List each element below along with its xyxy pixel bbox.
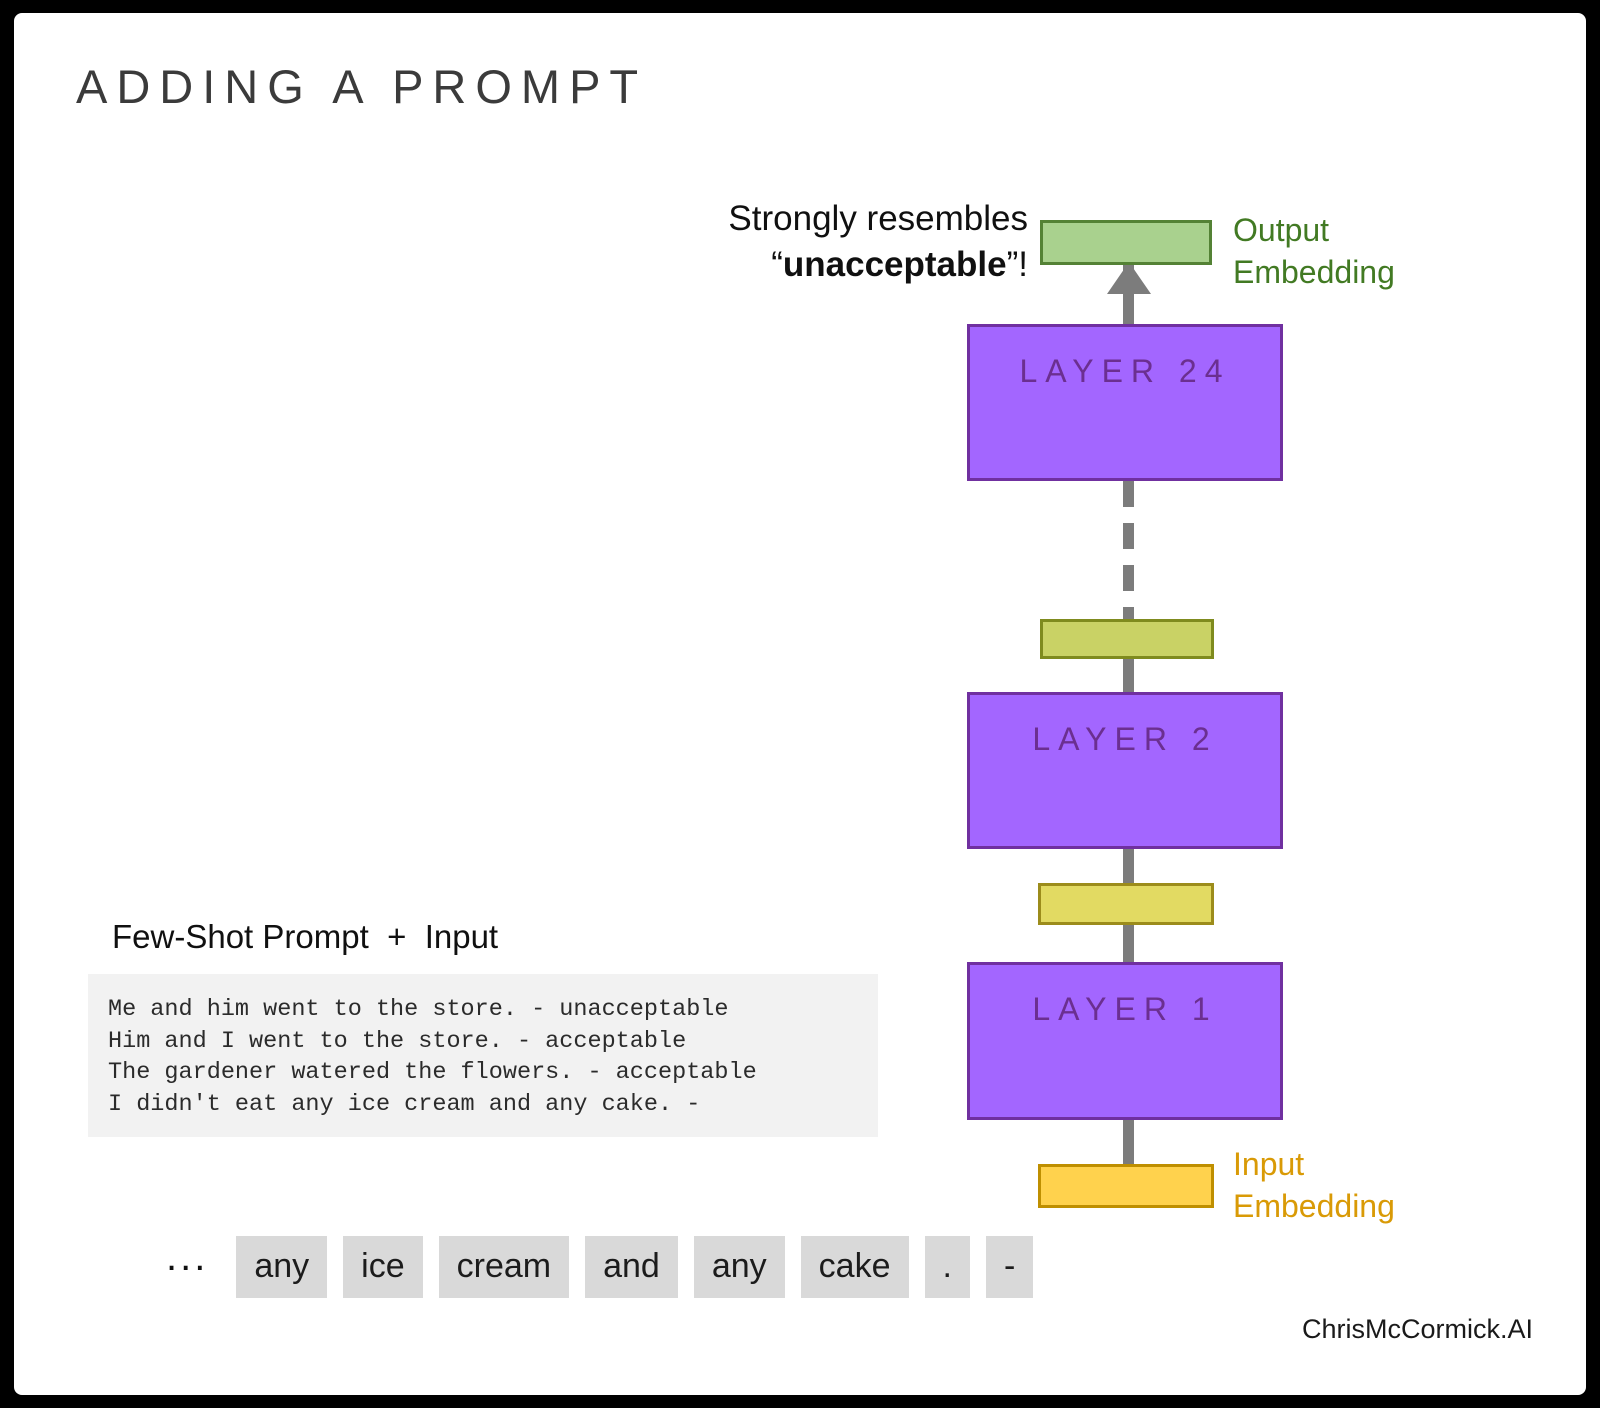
input-embedding-box[interactable] [1038,1164,1214,1208]
connector-skip-dashed [1123,481,1134,631]
token-chip[interactable]: - [985,1235,1034,1298]
output-embedding-label: Output Embedding [1233,209,1395,293]
resembles-annotation: Strongly resembles “unacceptable”! [678,196,1028,288]
layer-box-24-label: LAYER 24 [1019,353,1231,389]
token-chip[interactable]: cream [438,1235,570,1298]
output-embedding-label-line1: Output [1233,212,1330,248]
token-chip[interactable]: . [924,1235,970,1298]
page-title: ADDING A PROMPT [76,60,648,113]
connector-layer1-to-input [1123,1118,1134,1168]
slide-canvas: ADDING A PROMPT Strongly resembles “unac… [14,13,1586,1395]
token-row: ... any ice cream and any cake . - [154,1235,1034,1298]
input-embedding-label-line1: Input [1233,1146,1305,1182]
emphasis-word: unacceptable [782,245,1007,284]
layer-box-2[interactable]: LAYER 2 [967,692,1283,849]
exclamation-mark: ! [1018,245,1028,284]
quote-close: ” [1006,245,1019,284]
token-chip[interactable]: any [693,1235,785,1298]
token-chip[interactable]: cake [800,1235,909,1298]
prompt-heading: Few-Shot Prompt + Input [112,918,499,955]
connector-hidden2-to-layer2 [1123,653,1134,699]
prompt-text: Me and him went to the store. - unaccept… [108,996,757,1118]
token-chip[interactable]: any [236,1235,328,1298]
layer-box-24[interactable]: LAYER 24 [967,324,1283,481]
input-embedding-label: Input Embedding [1233,1143,1395,1227]
prompt-text-box[interactable]: Me and him went to the store. - unaccept… [88,974,878,1137]
hidden-embedding-box-2[interactable] [1040,619,1214,659]
output-embedding-box[interactable] [1040,220,1212,265]
input-embedding-label-line2: Embedding [1233,1188,1395,1224]
hidden-embedding-box-1[interactable] [1038,883,1214,925]
layer-box-2-label: LAYER 2 [1032,721,1218,757]
resembles-annotation-line2: “unacceptable”! [678,242,1028,288]
connector-layer24-to-output [1123,263,1134,333]
output-embedding-label-line2: Embedding [1233,254,1395,290]
token-ellipsis: ... [166,1235,209,1279]
token-chip[interactable]: ice [343,1235,423,1298]
layer-box-1[interactable]: LAYER 1 [967,962,1283,1120]
quote-open: “ [771,245,783,284]
resembles-annotation-line1: Strongly resembles [728,199,1028,238]
token-chip[interactable]: and [585,1235,678,1298]
layer-box-1-label: LAYER 1 [1032,991,1218,1027]
connector-hidden1-to-layer1 [1123,918,1134,966]
watermark: ChrisMcCormick.AI [1302,1314,1534,1344]
connector-layer2-to-hidden1 [1123,843,1134,893]
arrow-up-icon [1107,262,1151,294]
